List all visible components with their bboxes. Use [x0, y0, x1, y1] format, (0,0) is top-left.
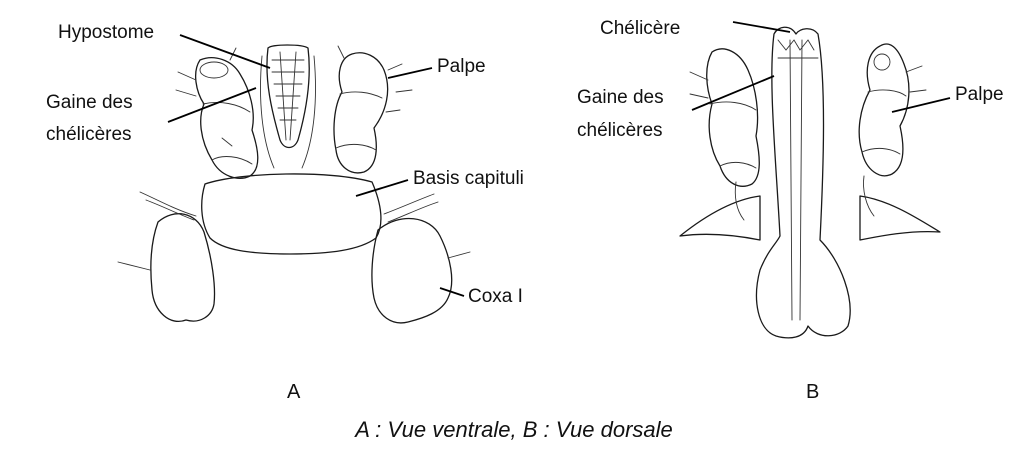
leader-coxa-i [440, 288, 464, 296]
leader-gaine-a [168, 88, 256, 122]
right-palp-shape [334, 53, 388, 173]
basis-capituli-shape [202, 174, 381, 254]
leader-chelicere [733, 22, 790, 32]
label-basis-capituli: Basis capituli [413, 168, 524, 189]
right-coxa-shape [372, 219, 452, 323]
figure-caption: A : Vue ventrale, B : Vue dorsale [353, 417, 673, 442]
label-gaine-b-line2: chélicères [577, 120, 663, 141]
label-palpe-b: Palpe [955, 84, 1004, 105]
left-coxa-shape [151, 214, 215, 322]
leader-gaine-b [692, 76, 774, 110]
label-gaine-a-line1: Gaine des [46, 92, 133, 113]
label-gaine-a-line2: chélicères [46, 124, 132, 145]
label-chelicere: Chélicère [600, 18, 680, 39]
panel-letter-a: A [287, 381, 301, 403]
chelicerae-shape [757, 27, 851, 338]
leader-palpe-b [892, 98, 950, 112]
leader-hypostome [180, 35, 270, 68]
leader-palpe-a [388, 68, 432, 78]
panel-b-drawing [680, 27, 940, 338]
panel-letter-b: B [806, 381, 819, 403]
label-gaine-b-line1: Gaine des [577, 87, 664, 108]
label-palpe-a: Palpe [437, 56, 486, 77]
leader-basis-capituli [356, 180, 408, 196]
label-coxa-i: Coxa I [468, 286, 523, 307]
label-hypostome: Hypostome [58, 22, 154, 43]
